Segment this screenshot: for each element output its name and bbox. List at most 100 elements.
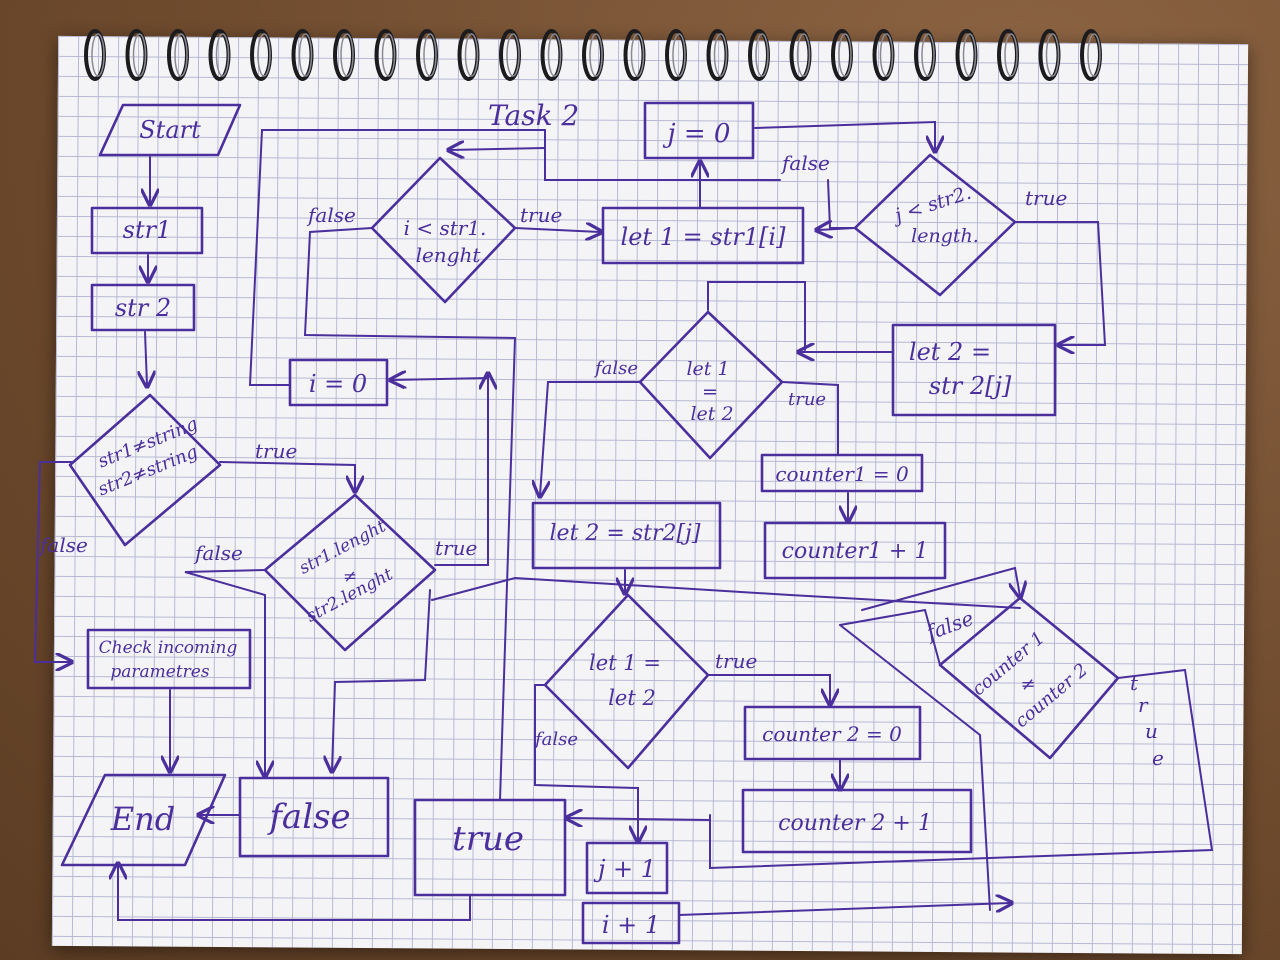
edge-length-false: [184, 569, 265, 775]
edge-to-i-init: [392, 378, 489, 380]
node-counter2-inc: counter 2 + 1: [741, 788, 973, 854]
svg-text:=: =: [702, 381, 718, 403]
edge-cmp-counters-true: [709, 668, 1214, 870]
binding-ring-sheen: [464, 33, 479, 77]
node-let2-assign-right: let 2 = str 2[j]: [891, 323, 1057, 417]
svg-text:i + 1: i + 1: [602, 911, 660, 939]
edge-label-false: false: [306, 203, 356, 227]
binding-ring-sheen: [506, 33, 520, 77]
binding-ring-sheen: [215, 33, 230, 77]
node-counter1-inc: counter1 + 1: [763, 521, 947, 580]
binding-ring-sheen: [755, 33, 769, 77]
edge-cmp1-in: [707, 281, 806, 311]
node-i-loop: i < str1. lenght: [370, 156, 517, 304]
edge-label-true-vertical-4: e: [1152, 746, 1164, 770]
node-check-params: Check incoming parametres: [86, 628, 252, 690]
svg-text:str 2[j]: str 2[j]: [929, 372, 1012, 400]
binding-ring-sheen: [838, 33, 852, 77]
edge-cmp-counters-false-down: [839, 624, 991, 911]
svg-text:i = 0: i = 0: [309, 370, 367, 398]
edge-label-false: false: [193, 541, 243, 565]
edge-str2-check: [145, 331, 147, 385]
binding-ring-sheen: [796, 33, 811, 77]
node-end: End: [60, 773, 227, 867]
binding-ring-sheen: [174, 33, 188, 77]
edge-j-loop-true: [1014, 221, 1107, 345]
binding-ring-sheen: [713, 33, 728, 77]
svg-text:let 1 =: let 1 =: [589, 651, 661, 675]
svg-text:≠: ≠: [343, 567, 357, 587]
node-j-inc: j + 1: [585, 841, 669, 895]
edge-loop-return: [450, 148, 546, 150]
edge-check-string-false: [33, 461, 72, 662]
svg-text:j + 1: j + 1: [593, 855, 656, 883]
node-cmp1: let 1 = let 2: [638, 310, 784, 460]
svg-text:true: true: [452, 819, 524, 859]
edge-label-true: true: [788, 389, 826, 410]
edge-cmp2-true: [707, 674, 830, 703]
svg-text:let 2 =: let 2 =: [909, 338, 991, 366]
edge-label-true: true: [255, 439, 297, 463]
svg-text:Start: Start: [139, 116, 201, 144]
diagram-title: Task 2: [488, 99, 579, 132]
binding-ring-sheen: [257, 33, 271, 77]
edge-label-false: false: [533, 729, 578, 750]
svg-text:let 1 = str1[i]: let 1 = str1[i]: [621, 223, 787, 251]
node-j-loop: j < str2. length.: [853, 153, 1017, 297]
node-str1: str1: [90, 206, 204, 255]
svg-text:counter1 + 1: counter1 + 1: [782, 539, 929, 564]
edge-label-false: false: [780, 151, 830, 175]
svg-text:false: false: [266, 797, 350, 837]
edge-label-true-vertical-3: u: [1145, 719, 1158, 743]
node-check-length: str1.lenght ≠ str2.lenght: [263, 493, 437, 652]
binding-ring-sheen: [547, 33, 562, 77]
edge-label-true: true: [435, 536, 477, 560]
edge-label-false: false: [38, 533, 88, 557]
binding-ring-sheen: [298, 33, 313, 77]
svg-text:j < str2.: j < str2.: [889, 182, 974, 228]
edge-j-loop-false: [827, 179, 856, 229]
edge-label-true-vertical-2: r: [1138, 693, 1149, 717]
binding-ring-sheen: [921, 33, 935, 77]
svg-text:str 2: str 2: [115, 294, 171, 322]
svg-text:≠: ≠: [1020, 674, 1035, 695]
svg-text:End: End: [110, 800, 175, 838]
binding-ring-sheen: [381, 33, 396, 77]
binding-ring-sheen: [1045, 33, 1060, 77]
svg-text:let 2: let 2: [690, 403, 733, 425]
node-i-inc: i + 1: [581, 901, 681, 945]
binding-ring-sheen: [589, 33, 603, 77]
binding-ring-sheen: [1004, 33, 1018, 77]
edge-true-end: [118, 865, 471, 921]
svg-text:let 2: let 2: [608, 686, 656, 710]
edge-i-inc-loop: [678, 903, 1010, 916]
edge-cmp1-false: [540, 381, 641, 495]
binding-ring-sheen: [962, 33, 977, 77]
spiral-binding: [84, 29, 1102, 81]
svg-text:counter1 = 0: counter1 = 0: [775, 462, 909, 486]
binding-ring-sheen: [1087, 33, 1101, 77]
svg-text:counter 2 + 1: counter 2 + 1: [778, 811, 932, 836]
node-counter2-zero: counter 2 = 0: [743, 705, 922, 761]
node-i-init: i = 0: [288, 358, 389, 407]
edge-label-true: true: [715, 649, 757, 673]
binding-ring-sheen: [423, 33, 437, 77]
node-counter1-zero: counter1 = 0: [760, 453, 924, 493]
binding-ring-sheen: [630, 33, 645, 77]
svg-text:counter 1: counter 1: [968, 628, 1049, 701]
svg-text:let 1: let 1: [686, 358, 729, 380]
node-str2: str 2: [90, 283, 196, 332]
edge-cmp1-true: [781, 381, 839, 456]
svg-text:j = 0: j = 0: [663, 119, 731, 149]
svg-text:lenght: lenght: [416, 243, 482, 267]
edge-check-string-true: [219, 461, 355, 490]
edge-jinit-jloop: [754, 120, 935, 150]
edge-i-loop-true: [514, 228, 600, 232]
node-j-init: j = 0: [643, 101, 755, 160]
edge-i-init-loop: [248, 129, 781, 386]
edge-to-cmp-counters: [861, 566, 1020, 611]
edge-to-true-box: [568, 818, 711, 820]
edge-j-loop-back: [818, 228, 856, 230]
svg-text:Check incoming: Check incoming: [99, 638, 238, 658]
